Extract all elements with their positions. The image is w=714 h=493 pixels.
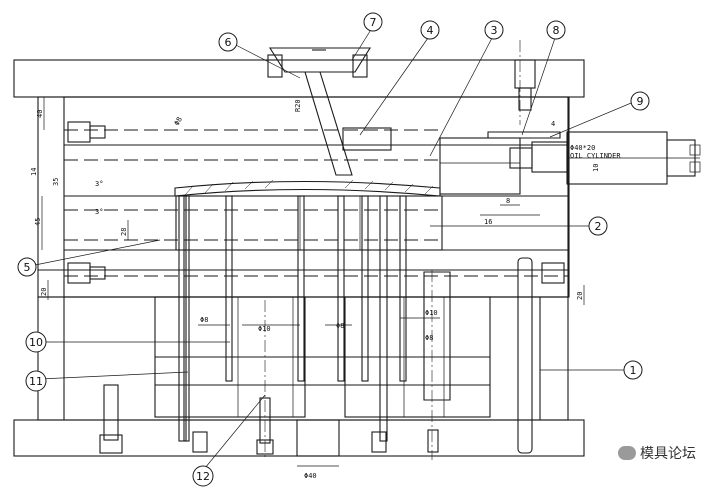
dim-phi10-a: Φ10 xyxy=(258,325,271,333)
dim-20-right: 20 xyxy=(576,292,584,300)
top-screw xyxy=(267,54,283,78)
cylinder-spec-label: Φ40*20 xyxy=(570,144,595,152)
core-insert xyxy=(175,195,443,251)
core-center xyxy=(299,195,361,251)
side-bolt-shank xyxy=(89,266,106,280)
plate-inner-frame xyxy=(63,96,570,298)
dim-phi8-a: Φ8 xyxy=(200,316,208,324)
return-pin xyxy=(517,257,533,454)
top-screw-shank xyxy=(518,87,532,111)
balloon-4: 4 xyxy=(420,20,440,40)
dim-40-top: 40 xyxy=(36,110,44,118)
dim-phi10-b: Φ10 xyxy=(425,309,438,317)
dim-10-cylinder: 10 xyxy=(592,164,600,172)
side-bolt xyxy=(67,262,91,284)
dim-3deg-a: 3° xyxy=(95,180,103,188)
top-screw xyxy=(352,54,368,78)
bottom-bolt xyxy=(427,429,439,453)
balloon-8-label: 8 xyxy=(553,24,560,37)
balloon-5: 5 xyxy=(17,257,37,277)
balloon-9: 9 xyxy=(630,91,650,111)
balloon-2-label: 2 xyxy=(595,220,602,233)
sprue-runner xyxy=(304,71,353,176)
ejector-pins xyxy=(178,195,407,442)
runner-insert xyxy=(342,127,392,151)
balloon-2: 2 xyxy=(588,216,608,236)
bottom-bolt xyxy=(103,384,119,441)
balloon-7: 7 xyxy=(363,12,383,32)
heel-block xyxy=(487,131,561,139)
dim-8-right: 8 xyxy=(506,197,510,205)
dim-phi8-b: Φ8 xyxy=(336,322,344,330)
bottom-bolt xyxy=(371,431,387,453)
balloon-10: 10 xyxy=(25,331,47,353)
balloon-12: 12 xyxy=(192,465,214,487)
sprue-channel xyxy=(237,296,294,418)
dim-4-right: 4 xyxy=(551,120,555,128)
balloon-6-label: 6 xyxy=(225,36,232,49)
dim-phi8-c: Φ8 xyxy=(425,334,433,342)
dim-35-left: 35 xyxy=(52,178,60,186)
balloon-11-label: 11 xyxy=(29,375,43,388)
dim-phi40: Φ40 xyxy=(304,472,317,480)
dim-phi8-d: Φ8 xyxy=(173,116,184,127)
cylinder-port xyxy=(689,161,701,173)
cylinder-coupling xyxy=(509,147,533,169)
balloon-11: 11 xyxy=(25,370,47,392)
balloon-1-label: 1 xyxy=(630,364,637,377)
watermark-text: 模具论坛 xyxy=(640,446,696,462)
part-hatching xyxy=(184,179,434,196)
dimension-lines xyxy=(37,97,585,467)
balloon-4-label: 4 xyxy=(427,24,434,37)
balloon-6: 6 xyxy=(218,32,238,52)
cylinder-flange xyxy=(531,141,568,173)
balloon-3: 3 xyxy=(484,20,504,40)
top-clamp-plate xyxy=(13,59,585,98)
balloon-7-label: 7 xyxy=(370,16,377,29)
balloon-5-label: 5 xyxy=(24,261,31,274)
leader-lines xyxy=(29,27,637,469)
dim-28-left: 28 xyxy=(120,228,128,236)
balloon-9-label: 9 xyxy=(637,95,644,108)
top-screw-head xyxy=(514,59,536,89)
dim-45-left: 45 xyxy=(34,218,42,226)
molded-part xyxy=(174,180,441,197)
balloon-3-label: 3 xyxy=(491,24,498,37)
balloon-12-label: 12 xyxy=(196,470,210,483)
bottom-bolt-head xyxy=(99,434,123,454)
cylinder-port xyxy=(689,144,701,156)
balloon-10-label: 10 xyxy=(29,336,43,349)
watermark: 模具论坛 xyxy=(618,443,696,463)
side-bolt xyxy=(67,121,91,143)
lifter-block xyxy=(423,271,451,401)
sprue-bushing-head xyxy=(269,47,371,73)
dim-3deg-b: 3° xyxy=(95,208,103,216)
bottom-bolt xyxy=(192,431,208,453)
dim-16-right: 16 xyxy=(484,218,492,226)
slide-block xyxy=(439,137,521,195)
dim-14-left: 14 xyxy=(30,168,38,176)
dim-20-left: 20 xyxy=(40,288,48,296)
a-plate-outline xyxy=(37,96,569,298)
side-bolt-shank xyxy=(89,125,106,139)
wechat-icon xyxy=(618,446,636,460)
dim-r20: R20 xyxy=(294,99,302,112)
side-bolt xyxy=(541,262,565,284)
balloon-1: 1 xyxy=(623,360,643,380)
balloon-8: 8 xyxy=(546,20,566,40)
knockout-ring xyxy=(296,419,340,457)
cylinder-name-label: OIL CYLINDER xyxy=(570,152,621,160)
